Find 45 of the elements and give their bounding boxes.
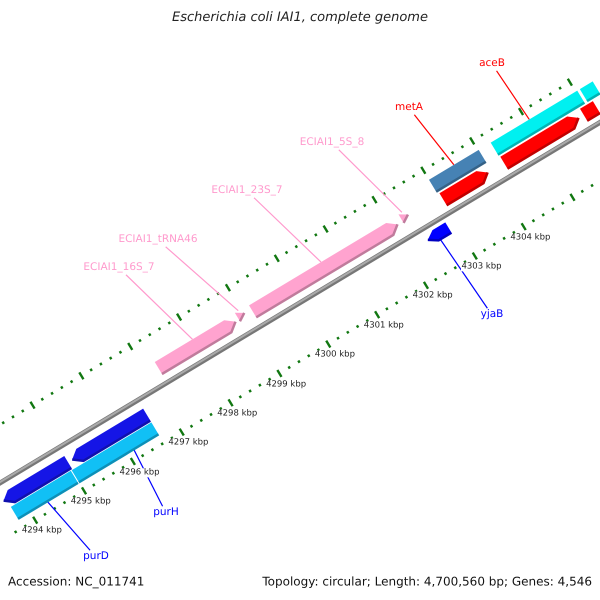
gene-label: ECIAI1_5S_8 [300,137,364,149]
leader-line [496,70,530,120]
footer-text: Accession: NC_011741 [8,575,144,589]
gene-feature [154,320,237,376]
scale-label: 4296 kbp [118,468,161,478]
gene-feature [3,456,72,504]
gene-label: yjaB [480,309,504,321]
leader-line [338,149,402,213]
gene-feature [490,90,586,156]
gene-feature [428,150,487,193]
leader-line [254,197,322,263]
title: Escherichia coli IAI1, complete genome [172,10,428,26]
leader-line [46,500,91,551]
scale-label: 4295 kbp [70,497,112,507]
scale-label: 4304 kbp [509,233,552,242]
leader-line [414,114,454,166]
gene-feature [580,101,600,122]
scale-label: 4301 kbp [362,321,405,330]
scale-label: 4298 kbp [216,409,258,419]
gene-feature [428,222,452,242]
gene-label: ECIAI1_23S_7 [211,185,283,197]
scale-label: 4303 kbp [460,262,503,272]
scale-label: 4302 kbp [412,292,454,302]
leader-line [165,246,239,312]
scale-label: 4297 kbp [167,438,210,448]
footer-text: Topology: circular; Length: 4,700,560 bp; Genes: 4,546 [262,575,592,589]
gene-label: ECIAI1_16S_7 [83,262,155,274]
gene-feature [249,222,399,318]
gene-label: purD [83,551,109,563]
scale-label: 4294 kbp [20,526,63,536]
gene-feature [234,312,246,323]
gene-label: ECIAI1_tRNA46 [118,234,198,246]
scale-label: 4299 kbp [265,380,308,390]
gene-feature [398,214,410,224]
gene-label: aceB [479,58,505,70]
leader-line [126,274,193,340]
gene-feature [72,408,151,462]
gene-feature [500,116,580,170]
gene-label: metA [395,102,423,114]
gene-feature [580,81,600,102]
scale-label: 4300 kbp [314,350,356,360]
leader-line [440,239,488,309]
gene-feature [72,422,160,484]
gene-label: purH [153,507,179,519]
gene-feature [439,171,489,206]
